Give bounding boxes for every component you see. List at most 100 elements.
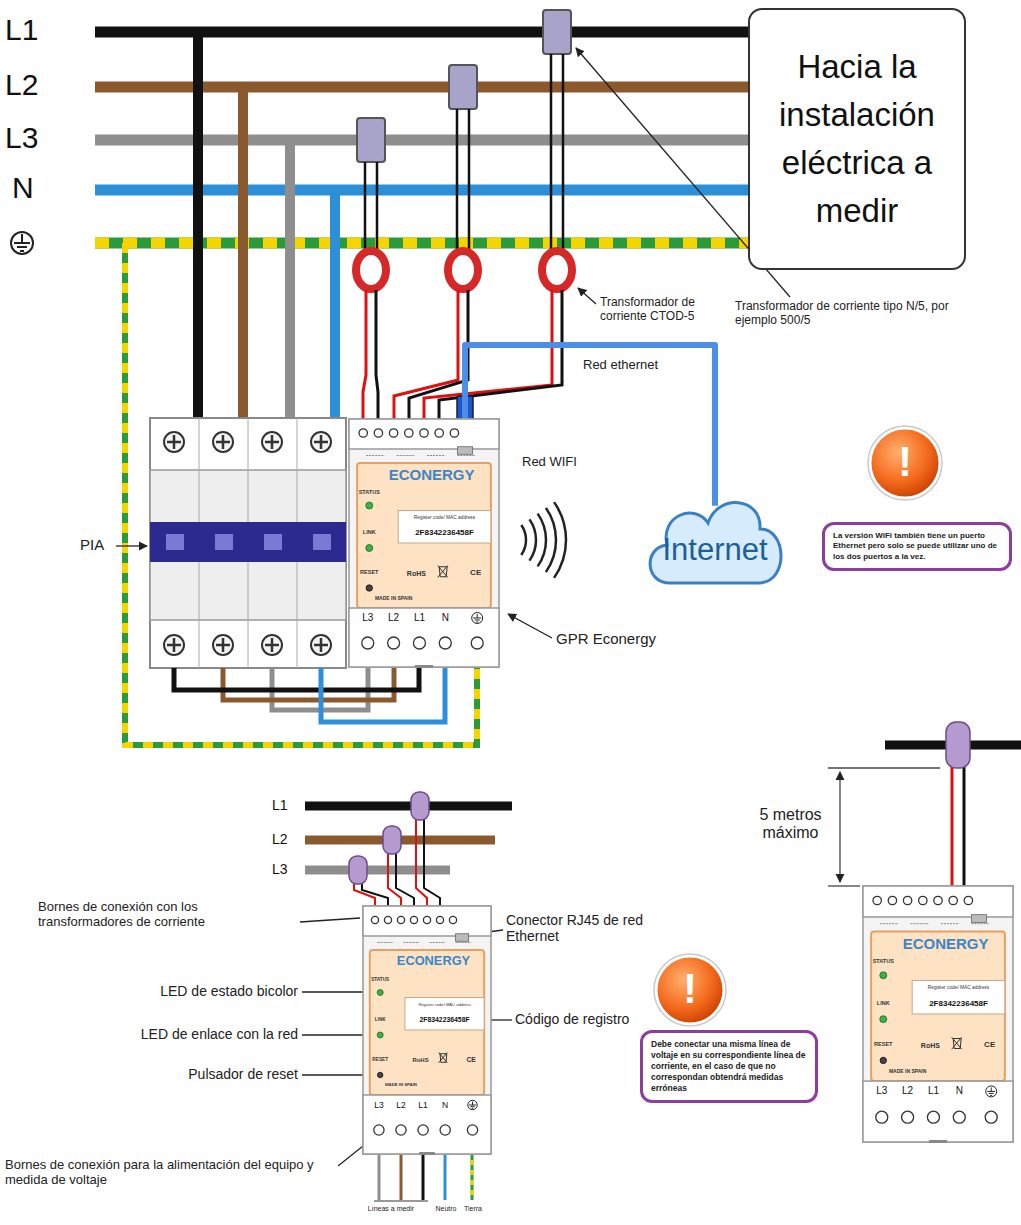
pia-breaker [314, 435, 328, 449]
device-housing [427, 455, 445, 456]
terminal-label: N [956, 1086, 963, 1096]
device-housing [953, 1111, 965, 1123]
device-marking: STATUS [873, 960, 894, 966]
ctod5-transformer [448, 251, 478, 289]
device-marking: RoHS [407, 570, 426, 577]
device-housing [362, 637, 374, 649]
device-housing [450, 429, 458, 437]
warning-note: La versión WiFi también tiene un puerto … [822, 522, 1012, 571]
ct-signal-wire [376, 290, 378, 420]
terminal-label: L2 [396, 1101, 406, 1110]
pia-breaker [311, 635, 331, 655]
ctod5-transformer [411, 792, 429, 820]
device-housing [449, 916, 456, 923]
terminal-label: L1 [928, 1086, 939, 1096]
device-housing [927, 1111, 939, 1123]
device-housing [362, 905, 492, 1155]
earth-symbol [20, 250, 24, 252]
device-housing [929, 1140, 947, 1143]
device-housing [349, 608, 499, 667]
leader-line [300, 918, 512, 1166]
device-marking: LINK [877, 1001, 890, 1007]
pia-breaker [164, 432, 331, 655]
callout-label: Código de registro [515, 1011, 655, 1027]
earth-symbol [11, 232, 33, 254]
device-housing [456, 934, 469, 942]
ct-signal-wire [396, 854, 414, 907]
phase-label: L3 [5, 121, 65, 156]
device-marking: MADE IN SPAIN [375, 596, 412, 601]
pia-breaker [213, 432, 233, 452]
pia-breaker [314, 638, 328, 652]
device-housing [405, 998, 484, 1031]
bus-wire [95, 135, 748, 146]
ctod5-transformer [349, 792, 429, 884]
drop-wire [198, 32, 335, 420]
earth-symbol [14, 242, 30, 244]
bus-wire [95, 185, 748, 196]
supply-wire [321, 668, 445, 722]
device-housing [389, 429, 397, 437]
gpr-device: ECONERGYSTATUSLINKRESETRegister code/ MA… [362, 905, 492, 1155]
n5-current-transformer [357, 118, 385, 162]
device-housing [863, 886, 1013, 917]
ct-signal-wire [951, 767, 954, 886]
device-housing [404, 942, 420, 943]
phase-label: L3 [272, 861, 304, 877]
wifi-waves [521, 525, 526, 555]
dimension-line [839, 772, 840, 882]
device-housing [863, 1081, 1013, 1142]
wifi-waves [538, 514, 546, 567]
wire-label: Líneas a medir [360, 1205, 422, 1213]
device-housing [413, 637, 425, 649]
phase-wire [305, 866, 450, 875]
ct-secondary-wire [365, 54, 563, 250]
device-housing [377, 1072, 382, 1077]
device-housing [349, 419, 499, 449]
pia-breaker [167, 638, 181, 652]
ctod5-transformer [946, 722, 970, 768]
device-housing [415, 665, 433, 668]
terminal-label: L2 [388, 613, 399, 623]
device-marking: STATUS [371, 978, 389, 983]
warning-mark: ! [655, 968, 725, 1010]
ctod5-transformer [383, 826, 401, 854]
device-housing [410, 916, 417, 923]
callout-label: Bornes de conexión para la alimentación … [5, 1158, 335, 1188]
device-housing [469, 1102, 476, 1109]
network-label: Red WIFI [522, 455, 622, 470]
ct-signal-wire [424, 820, 440, 907]
pia-breaker [167, 435, 328, 652]
leader-line [116, 48, 790, 638]
device-housing [418, 1125, 428, 1135]
device-housing [457, 455, 475, 456]
device-housing [880, 1057, 886, 1063]
device-housing [456, 942, 472, 943]
brand-logo: ECONERGY [397, 955, 470, 968]
device-housing [949, 896, 957, 904]
leader-line [578, 288, 596, 304]
device-housing [473, 614, 481, 622]
device-housing [919, 896, 927, 904]
device-housing [370, 950, 484, 1095]
ct-signal-wire [963, 767, 966, 886]
part-label: PIA [80, 536, 116, 553]
bus-wire [95, 27, 748, 38]
phase-wire [305, 802, 512, 811]
device-housing [912, 980, 1005, 1014]
device-housing [439, 1053, 448, 1063]
n5-current-transformer [357, 10, 571, 162]
terminal-label: L3 [876, 1086, 887, 1096]
device-housing [363, 1095, 491, 1154]
part-label: GPR Econergy [556, 630, 696, 647]
device-housing [377, 1032, 383, 1038]
ct-signal-wire [362, 884, 388, 907]
bus-wire [95, 238, 748, 249]
part-label: Transformador de corriente CTOD-5 [600, 296, 725, 324]
device-housing [363, 906, 491, 1154]
neutral-label: N [12, 171, 72, 206]
device-marking: CE [470, 569, 481, 577]
device-housing [467, 1125, 477, 1135]
device-marking: 2F8342236458F [419, 1017, 469, 1024]
device-housing [468, 1100, 477, 1109]
